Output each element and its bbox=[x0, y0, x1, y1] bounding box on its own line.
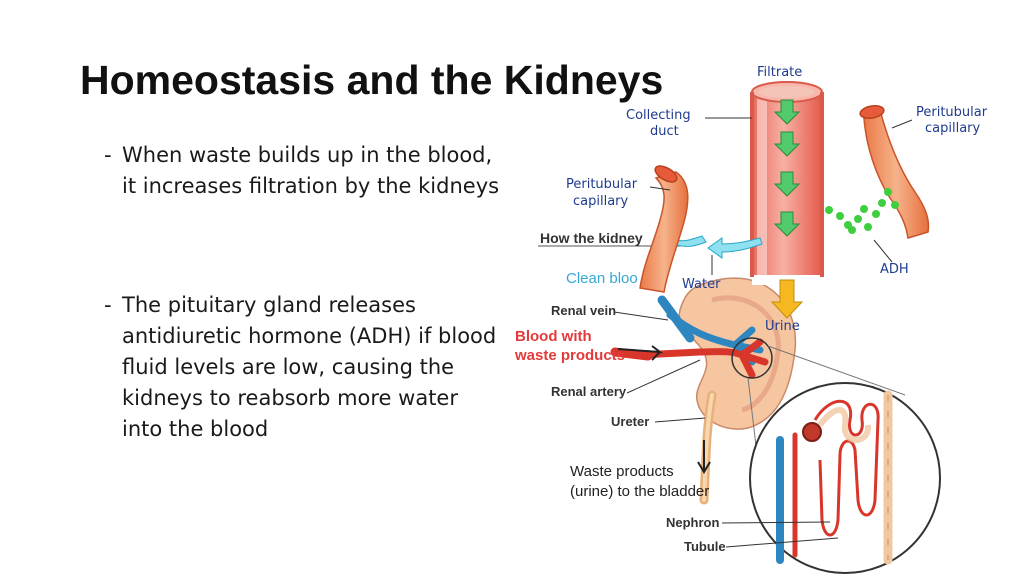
waste-to-bladder-line2: (urine) to the bladder bbox=[570, 483, 709, 500]
renal-vein-label: Renal vein bbox=[551, 303, 616, 318]
adh-molecules bbox=[825, 188, 899, 234]
kidney-shape bbox=[678, 277, 797, 430]
collecting-duct bbox=[752, 92, 822, 282]
nephron-label: Nephron bbox=[666, 515, 720, 530]
blood-in-arrow bbox=[617, 345, 664, 361]
collecting-duct-label-2: duct bbox=[650, 124, 679, 139]
peritubular-capillary-left bbox=[639, 171, 689, 293]
water-arrow-1 bbox=[707, 237, 763, 259]
ureter-tube bbox=[699, 390, 717, 505]
zoom-circle-small bbox=[731, 337, 773, 379]
tubule-label: Tubule bbox=[684, 539, 726, 554]
bullet-text: The pituitary gland releases antidiureti… bbox=[122, 293, 497, 441]
bullet-marker: - bbox=[104, 143, 112, 167]
water-arrow-2 bbox=[663, 233, 707, 252]
kidney-cortex bbox=[711, 295, 781, 413]
bullet-marker: - bbox=[104, 293, 112, 317]
clean-blood-label: Clean bloo bbox=[566, 270, 638, 287]
how-kidneys-heading: How the kidney bbox=[540, 230, 643, 246]
bullet-item: - When waste builds up in the blood, it … bbox=[104, 140, 504, 202]
peritubular-right-label-1: Peritubular bbox=[916, 105, 988, 120]
filtrate-flow-arrows bbox=[773, 99, 801, 237]
slide-title: Homeostasis and the Kidneys bbox=[80, 57, 664, 103]
collecting-duct-illustration: Filtrate Collecting duct Peritubular cap… bbox=[566, 65, 988, 334]
ureter-label: Ureter bbox=[611, 414, 649, 429]
urine-label: Urine bbox=[765, 319, 800, 334]
renal-artery-label: Renal artery bbox=[551, 384, 627, 399]
collecting-duct-label-1: Collecting bbox=[626, 108, 691, 123]
blood-with-label: Blood with bbox=[515, 328, 592, 345]
kidney-illustration: How the kidney Clean bloo bbox=[514, 230, 941, 574]
filtrate-label: Filtrate bbox=[757, 65, 802, 80]
urine-arrow bbox=[770, 279, 804, 319]
peritubular-right-label-2: capillary bbox=[925, 121, 981, 136]
bullet-text: When waste builds up in the blood, it in… bbox=[122, 143, 500, 198]
renal-artery bbox=[636, 338, 769, 379]
water-label: Water bbox=[682, 277, 721, 292]
peritubular-left-label-1: Peritubular bbox=[566, 177, 638, 192]
renal-vein bbox=[666, 311, 764, 366]
nephron-loops bbox=[813, 399, 880, 537]
adh-label: ADH bbox=[880, 262, 909, 277]
waste-to-bladder-line1: Waste products bbox=[570, 463, 674, 480]
bullet-item: - The pituitary gland releases antidiure… bbox=[104, 290, 504, 445]
bladder-arrow bbox=[697, 440, 711, 474]
glomerulus bbox=[802, 422, 822, 442]
nephron-zoom-circle bbox=[749, 382, 941, 574]
peritubular-left-label-2: capillary bbox=[573, 194, 629, 209]
peritubular-capillary-right bbox=[863, 108, 930, 239]
waste-products-label: waste products bbox=[514, 347, 625, 364]
